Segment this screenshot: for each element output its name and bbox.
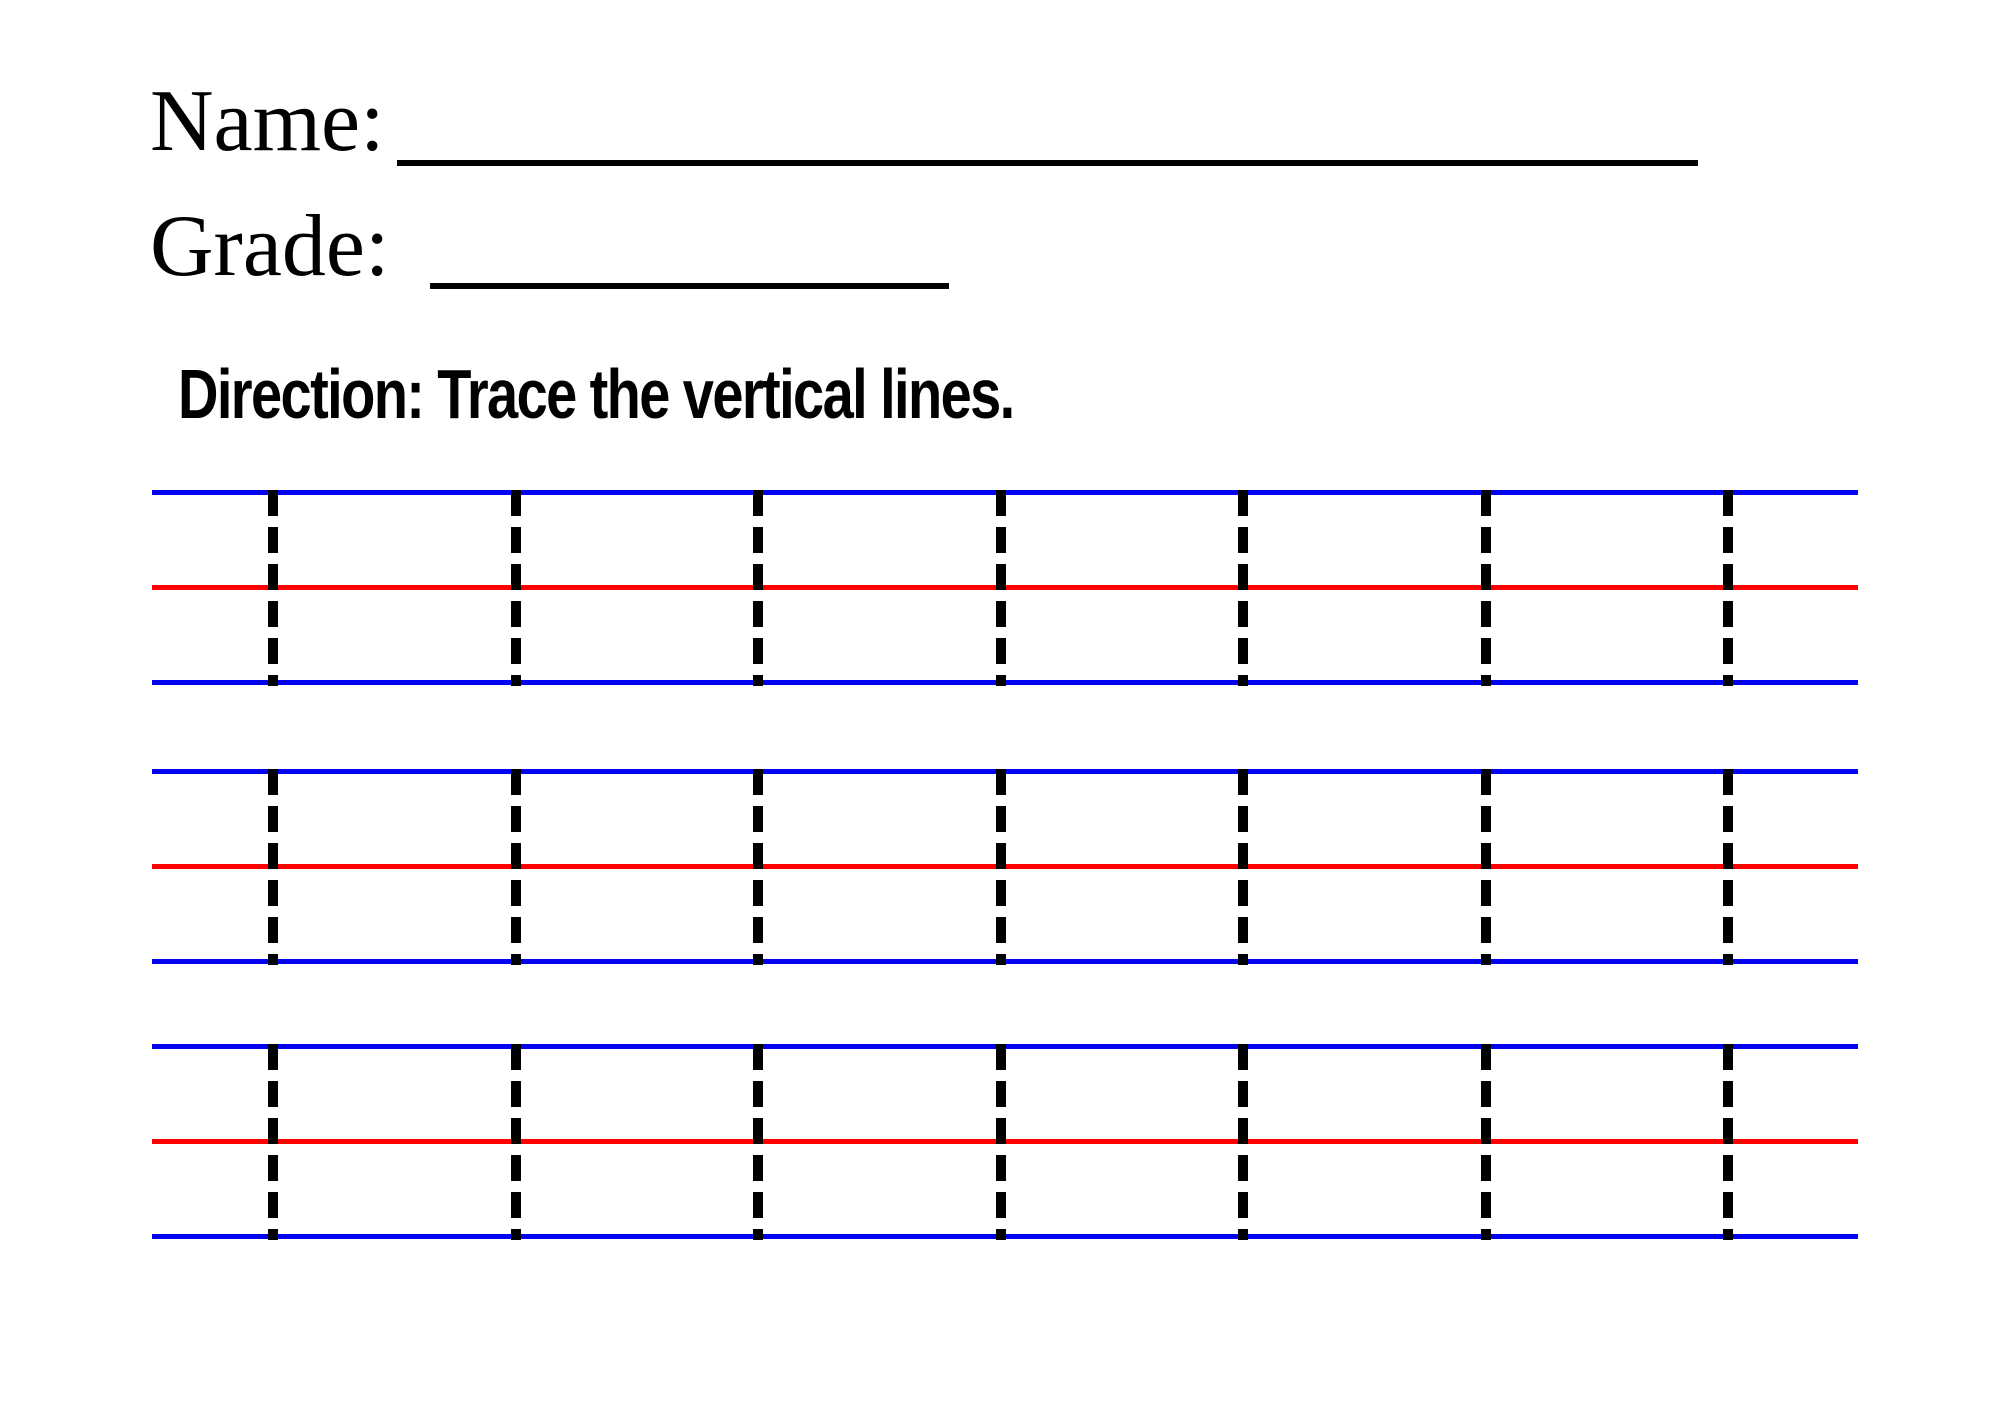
trace-dash-line [1480,769,1491,965]
name-blank-line [397,160,1698,166]
trace-row [152,490,1858,690]
trace-dash-line [510,490,521,686]
trace-row [152,1044,1858,1244]
trace-dash-line [268,1044,278,1240]
trace-dash-line [1480,490,1491,686]
trace-dash-line [510,769,521,965]
name-label: Name: [150,73,385,170]
trace-dash-line [753,769,763,965]
trace-dash-line [268,769,278,965]
trace-dash-line [1480,1044,1491,1240]
trace-dash-line [753,490,763,686]
trace-dash-line [1723,769,1733,965]
trace-dash-line [268,490,278,686]
trace-dash-line [1238,490,1248,686]
direction-text: Direction: Trace the vertical lines. [178,355,1015,433]
trace-dash-line [1723,1044,1733,1240]
trace-dash-line [1238,769,1248,965]
grade-blank-line [430,283,949,289]
trace-dash-line [995,1044,1006,1240]
trace-dash-line [995,490,1006,686]
trace-dash-line [1723,490,1733,686]
grade-label: Grade: [150,198,390,295]
trace-dash-line [510,1044,521,1240]
trace-row [152,769,1858,969]
trace-dash-line [1238,1044,1248,1240]
trace-dash-line [753,1044,763,1240]
trace-dash-line [995,769,1006,965]
